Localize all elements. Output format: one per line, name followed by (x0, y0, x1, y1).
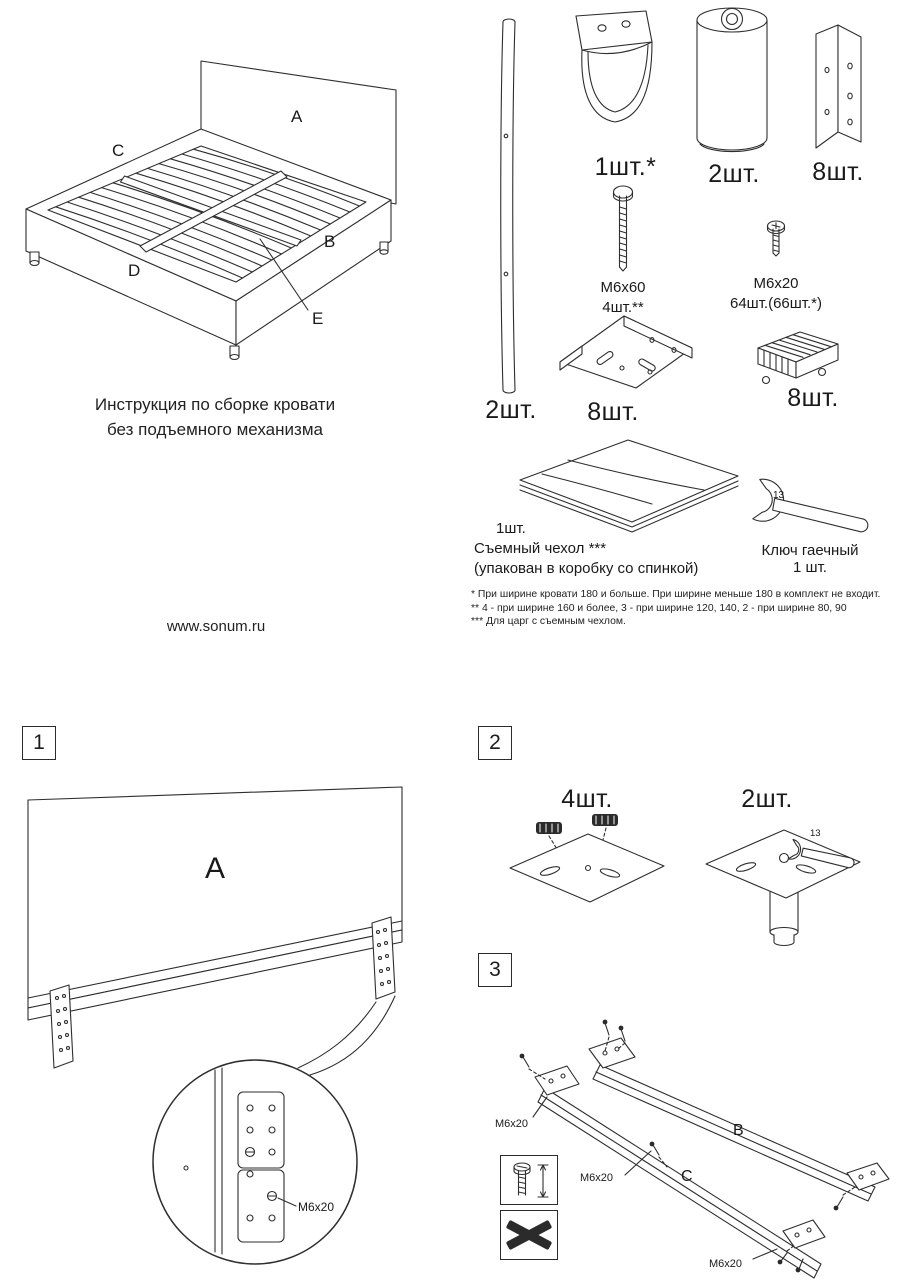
part-bolt-drawing (612, 185, 634, 272)
slat-holder-qty-label: 8шт. (787, 384, 839, 412)
headboard-back-view (27, 786, 403, 1069)
footnote-2: ** 4 - при ширине 160 и более, 3 - при ш… (471, 602, 847, 614)
bed-center-rails (119, 170, 302, 253)
wrench-shape (752, 478, 869, 533)
bolt-size-label: M6x60 (600, 279, 646, 296)
label-e-leader (259, 238, 309, 311)
rail-b (592, 1064, 876, 1202)
step3-rail-b-label: B (733, 1122, 744, 1139)
bracket-with-leg (705, 829, 861, 947)
step-1-number: 1 (22, 726, 56, 760)
label-headboard-a: A (291, 107, 303, 126)
cover-qty-label: 1шт. (496, 520, 526, 537)
step1-screw-label: M6x20 (298, 1200, 334, 1214)
rail-c-right-bracket (777, 1219, 826, 1273)
step-3-drawing: M6x20 M6x20 M6x20 B C (495, 1019, 890, 1279)
slat-holder-shape (757, 331, 839, 385)
screw-qty-label: 64шт.(66шт.*) (729, 295, 822, 312)
document-title: Инструкция по сборке кровати без подъемн… (40, 392, 390, 442)
leader-1 (532, 1096, 548, 1118)
part-hanger-drawing (575, 10, 653, 123)
hanger-shape (575, 10, 653, 123)
slat-shape (500, 18, 516, 394)
wrench-qty-label: 1 шт. (793, 559, 827, 576)
crossed-out-icon (506, 1220, 552, 1250)
label-rail-b: B (324, 232, 335, 251)
leg-qty-label: 2шт. (708, 160, 760, 188)
corner-bracket-shape (559, 315, 693, 389)
part-corner-bracket-drawing (559, 315, 693, 389)
leader-2 (624, 1150, 652, 1176)
part-cover-drawing (519, 439, 739, 533)
footnote-3: *** Для царг с съемным чехлом. (471, 616, 626, 627)
screw-shape (766, 220, 786, 257)
step3-screw-label-1: M6x20 (495, 1118, 528, 1130)
cover-name-label: Съемный чехол *** (474, 540, 607, 557)
right-plate-holes (375, 927, 392, 987)
step-1-drawing: A M6x20 (27, 786, 403, 1265)
bolt-qty-label: 4шт.** (602, 299, 644, 316)
mid-screw (649, 1141, 668, 1168)
part-angle-bracket-drawing (815, 24, 862, 149)
label-rail-d: D (128, 261, 140, 280)
wrench-label-block: Ключ гаечный 1 шт. (742, 542, 878, 576)
screw-depth-pictogram (500, 1155, 558, 1205)
step1-panel-label: A (205, 852, 225, 885)
step-3-number: 3 (478, 953, 512, 987)
rail-b-left-bracket (588, 1019, 636, 1069)
part-leg-drawing (696, 7, 768, 153)
part-wrench-drawing: 13 (752, 478, 869, 533)
part-screw-drawing (766, 220, 786, 257)
step2-legs-qty-label: 2шт. (741, 785, 793, 813)
screw-depth-icon (513, 1162, 549, 1198)
zoom-callout (152, 995, 396, 1265)
part-slat-holder-drawing (757, 331, 839, 385)
wrench-name-label: Ключ гаечный (761, 542, 859, 559)
footnote-1: * При ширине кровати 180 и больше. При ш… (471, 589, 881, 600)
rail-c (537, 1087, 822, 1279)
step-2-number: 2 (478, 726, 512, 760)
step2-wrench-size-label: 13 (810, 828, 821, 839)
step2-feet-qty-label: 4шт. (561, 785, 613, 813)
bed-legs (29, 241, 389, 361)
step3-screw-label-2: M6x20 (580, 1172, 613, 1184)
cover-shape (519, 439, 739, 533)
corner-bracket-qty-label: 8шт. (587, 398, 639, 426)
leg-shape (696, 7, 768, 153)
screw-size-label: M6x20 (753, 275, 799, 292)
label-rail-c: C (112, 141, 124, 160)
label-part-e: E (312, 309, 323, 328)
bolt-shape (612, 185, 634, 272)
rail-b-right-bracket (833, 1162, 890, 1211)
angle-bracket-shape (815, 24, 862, 149)
leader-3 (752, 1248, 778, 1260)
hanger-qty-label: 1шт.* (594, 153, 657, 181)
prohibition-pictogram (500, 1210, 558, 1260)
website-text: www.sonum.ru (166, 618, 266, 635)
title-line-2: без подъемного механизма (107, 420, 323, 439)
bracket-with-feet (509, 814, 665, 903)
zoom-screws (244, 1146, 278, 1202)
zoom-plate-holes (246, 1104, 276, 1222)
wrench-size-label: 13 (773, 490, 785, 501)
bed-overview-drawing: A C B D E (25, 60, 397, 361)
cover-note-label: (упакован в коробку со спинкой) (474, 560, 699, 577)
cover-label-block: 1шт. Съемный чехол *** (упакован в короб… (474, 519, 714, 579)
title-line-1: Инструкция по сборке кровати (94, 395, 336, 414)
rail-c-left-bracket (519, 1053, 580, 1096)
slat-qty-label: 2шт. (485, 396, 537, 424)
step-2-drawing: 13 (509, 814, 861, 947)
step3-screw-label-3: M6x20 (709, 1258, 742, 1270)
part-slat-drawing (500, 18, 516, 394)
left-plate-holes (54, 993, 71, 1053)
step2-wrench (787, 838, 855, 869)
step3-rail-c-label: C (681, 1168, 693, 1185)
angle-bracket-qty-label: 8шт. (812, 158, 864, 186)
footnotes: * При ширине кровати 180 и больше. При ш… (471, 588, 891, 629)
